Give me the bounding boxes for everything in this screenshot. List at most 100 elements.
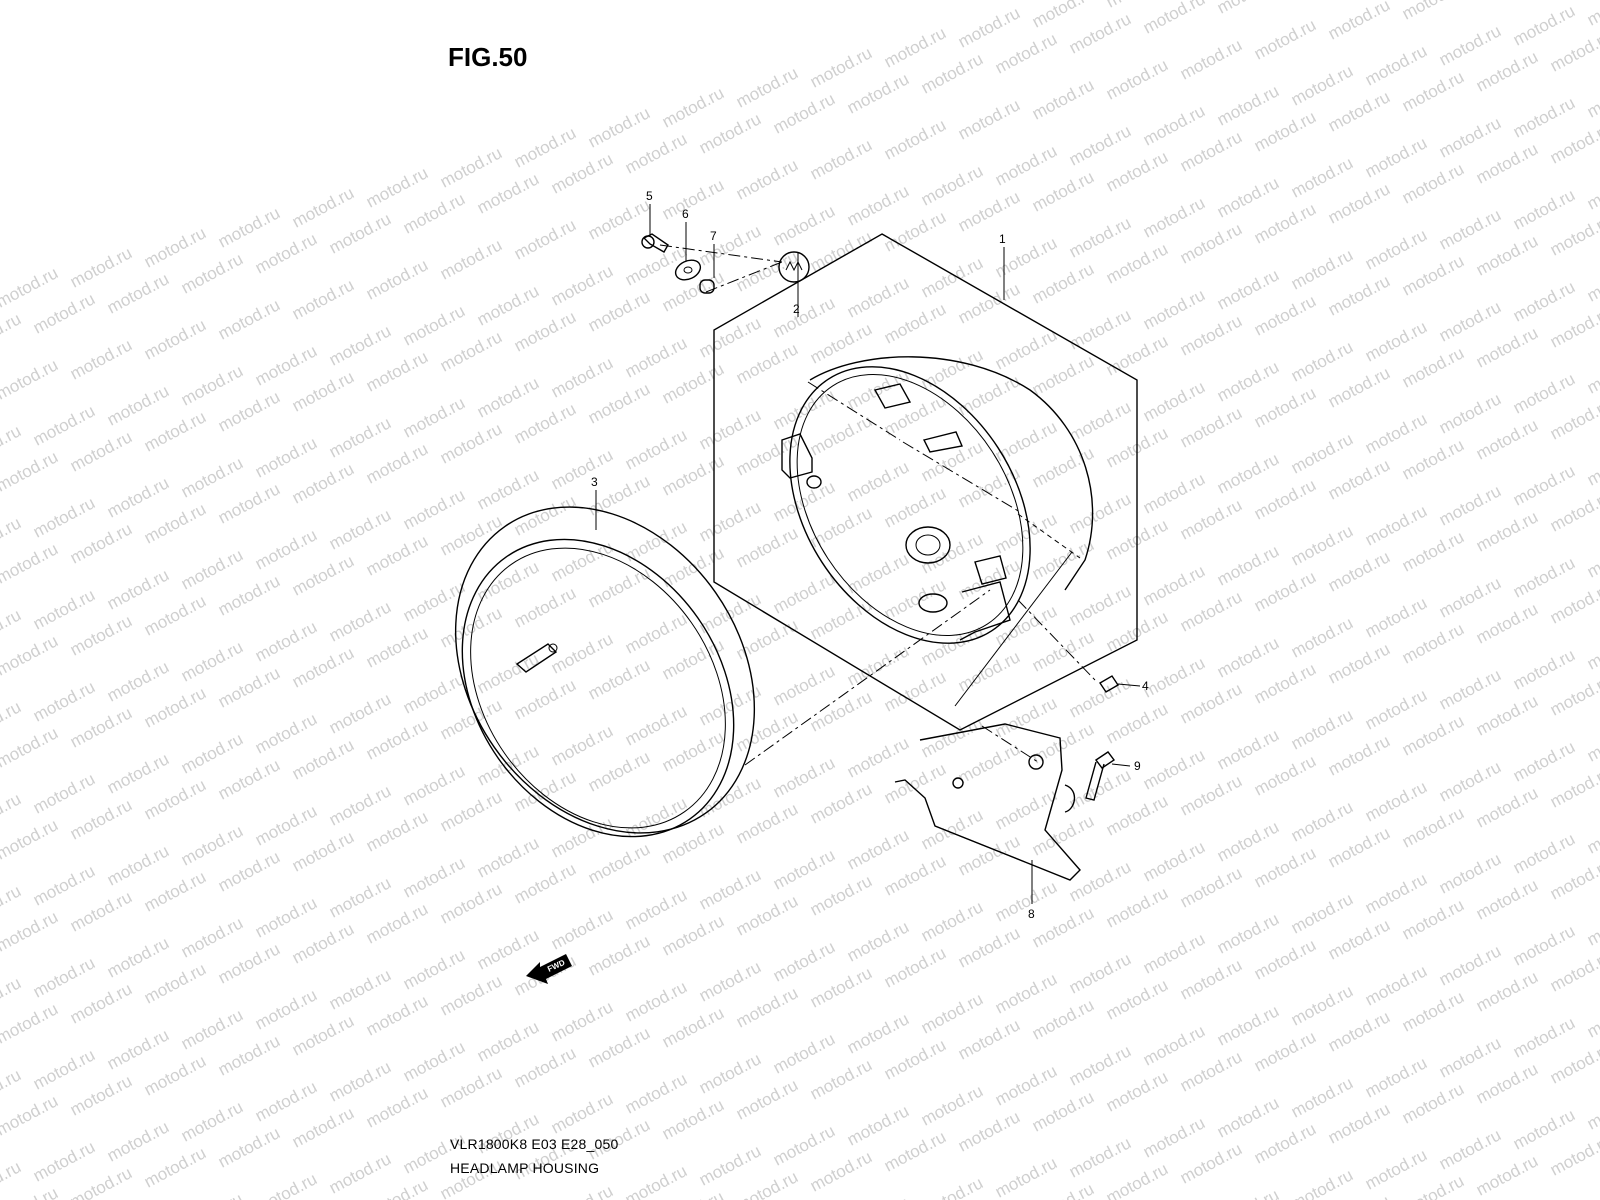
watermark-text: motod.ru (141, 1051, 209, 1099)
watermark-text: motod.ru (0, 1183, 61, 1200)
watermark-text: motod.ru (1584, 717, 1600, 765)
watermark-text: motod.ru (178, 821, 246, 869)
watermark-text: motod.ru (1436, 573, 1504, 621)
watermark-text: motod.ru (1103, 791, 1171, 839)
watermark-text: motod.ru (1399, 343, 1467, 391)
watermark-text: motod.ru (770, 845, 838, 893)
watermark-text: motod.ru (1029, 995, 1097, 1043)
watermark-text: motod.ru (1066, 121, 1134, 169)
watermark-text: motod.ru (0, 263, 61, 311)
watermark-text: motod.ru (844, 733, 912, 781)
watermark-text: motod.ru (770, 937, 838, 985)
watermark-text: motod.ru (215, 755, 283, 803)
watermark-text: motod.ru (363, 623, 431, 671)
watermark-text: motod.ru (289, 275, 357, 323)
watermark-text: motod.ru (141, 683, 209, 731)
watermark-text: motod.ru (1584, 533, 1600, 581)
watermark-text: motod.ru (1436, 757, 1504, 805)
watermark-text: motod.ru (67, 703, 135, 751)
watermark-text: motod.ru (955, 1107, 1023, 1155)
watermark-text: motod.ru (918, 713, 986, 761)
watermark-text: motod.ru (289, 459, 357, 507)
watermark-text: motod.ru (1362, 869, 1430, 917)
watermark-text: motod.ru (1214, 817, 1282, 865)
leader-lines (595, 204, 1141, 904)
watermark-text: motod.ru (363, 439, 431, 487)
watermark-text: motod.ru (696, 497, 764, 545)
callout-6: 6 (682, 207, 689, 221)
watermark-text: motod.ru (1066, 765, 1134, 813)
watermark-text: motod.ru (585, 103, 653, 151)
watermark-text: motod.ru (1029, 1179, 1097, 1200)
watermark-text: motod.ru (326, 209, 394, 257)
watermark-text: motod.ru (1177, 955, 1245, 1003)
watermark-text: motod.ru (1399, 895, 1467, 943)
model-code: VLR1800K8 E03 E28_050 (450, 1136, 619, 1152)
watermark-text: motod.ru (881, 483, 949, 531)
watermark-text: motod.ru (1325, 731, 1393, 779)
watermark-text: motod.ru (1288, 705, 1356, 753)
watermark-text: motod.ru (1103, 1067, 1171, 1115)
watermark-text: motod.ru (1251, 15, 1319, 63)
watermark-text: motod.ru (1325, 87, 1393, 135)
watermark-text: motod.ru (363, 347, 431, 395)
watermark-text: motod.ru (1547, 855, 1600, 903)
watermark-text: motod.ru (252, 341, 320, 389)
watermark-text: motod.ru (400, 1037, 468, 1085)
watermark-text: motod.ru (659, 911, 727, 959)
watermark-text: motod.ru (1066, 305, 1134, 353)
watermark-text: motod.ru (733, 1167, 801, 1200)
watermark-text: motod.ru (1362, 409, 1430, 457)
collar (699, 279, 715, 294)
watermark-text: motod.ru (1584, 625, 1600, 673)
watermark-text: motod.ru (1177, 771, 1245, 819)
watermark-text: motod.ru (1140, 285, 1208, 333)
watermark-text: motod.ru (881, 207, 949, 255)
watermark-text: motod.ru (215, 663, 283, 711)
watermark-text: motod.ru (1288, 245, 1356, 293)
watermark-text: motod.ru (1140, 377, 1208, 425)
watermark-text: motod.ru (548, 149, 616, 197)
watermark-text: motod.ru (67, 243, 135, 291)
watermark-text: motod.ru (1473, 231, 1541, 279)
watermark-text: motod.ru (585, 747, 653, 795)
watermark-text: motod.ru (1547, 1131, 1600, 1179)
watermark-text: motod.ru (1547, 763, 1600, 811)
watermark-text: motod.ru (1251, 751, 1319, 799)
watermark-text: motod.ru (918, 1081, 986, 1129)
watermark-text: motod.ru (104, 381, 172, 429)
watermark-text: motod.ru (252, 801, 320, 849)
watermark-text: motod.ru (1029, 167, 1097, 215)
watermark-text: motod.ru (918, 529, 986, 577)
watermark-text: motod.ru (1140, 561, 1208, 609)
watermark-text: motod.ru (215, 939, 283, 987)
watermark-text: motod.ru (1584, 1177, 1600, 1200)
watermark-text: motod.ru (1251, 199, 1319, 247)
watermark-text: motod.ru (918, 49, 986, 97)
watermark-text: motod.ru (1103, 331, 1171, 379)
watermark-text: motod.ru (1029, 351, 1097, 399)
watermark-text: motod.ru (659, 1003, 727, 1051)
watermark-text: motod.ru (252, 709, 320, 757)
fwd-arrow-icon: FWD (526, 954, 572, 984)
watermark-text: motod.ru (1473, 783, 1541, 831)
watermark-text: motod.ru (881, 575, 949, 623)
watermark-text: motod.ru (1399, 987, 1467, 1035)
watermark-text: motod.ru (1251, 567, 1319, 615)
watermark-text: motod.ru (1325, 547, 1393, 595)
watermark-text: motod.ru (918, 621, 986, 669)
watermark-text: motod.ru (770, 1121, 838, 1169)
watermark-text: motod.ru (30, 401, 98, 449)
watermark-text: motod.ru (881, 667, 949, 715)
watermark-text: motod.ru (1066, 673, 1134, 721)
watermark-text: motod.ru (1140, 1021, 1208, 1069)
watermark-text: motod.ru (733, 247, 801, 295)
callout-4: 4 (1142, 679, 1149, 693)
watermark-text: motod.ru (474, 649, 542, 697)
watermark-text: motod.ru (1103, 883, 1171, 931)
watermark-text: motod.ru (215, 387, 283, 435)
watermark-text: motod.ru (141, 775, 209, 823)
watermark-text: motod.ru (104, 657, 172, 705)
watermark-text: motod.ru (1325, 639, 1393, 687)
